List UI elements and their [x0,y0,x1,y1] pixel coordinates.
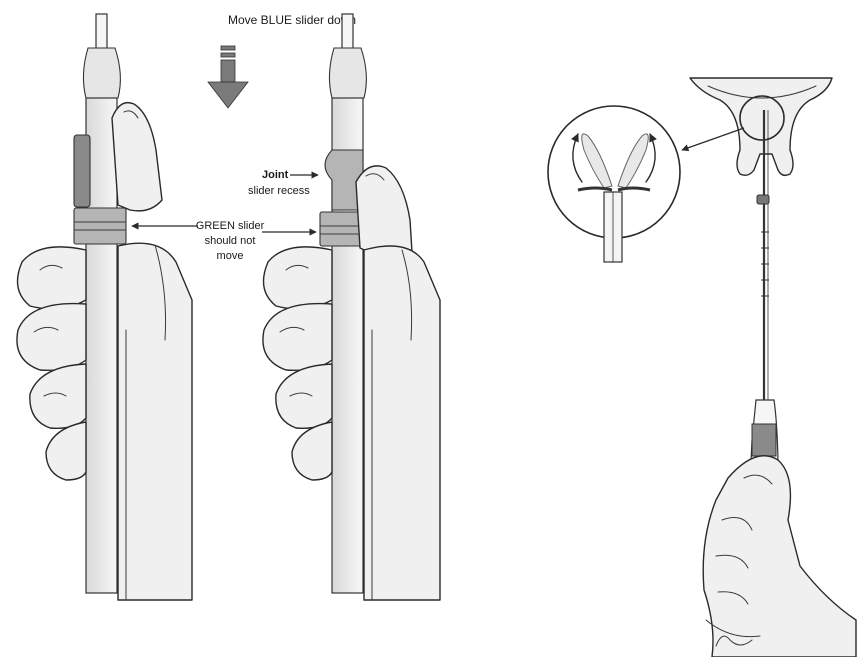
pointer-arrow-icon [682,128,744,150]
right-panel-insertion [690,78,856,657]
green-slider [74,208,126,244]
down-arrow-icon [208,46,248,108]
green-label-line3: move [217,250,244,262]
handle-sliders [752,424,776,456]
left-fingers [17,247,86,480]
magnified-inset [548,106,680,262]
flange [83,48,120,98]
blue-slider [74,135,90,207]
green-label-line1: GREEN slider [196,220,265,232]
left-palm [118,243,192,600]
uterus-outline [690,78,832,175]
gloved-hand [703,456,856,657]
inserter-handle [86,98,117,593]
left-thumb [112,103,162,211]
joint-label-line2: slider recess [248,185,310,197]
left-panel-inserter [17,14,192,600]
middle-panel-inserter [263,14,440,600]
instruction-text: Move BLUE slider down [228,13,356,27]
joint-label-line1: Joint [262,169,289,181]
green-label-line2: should not [205,235,256,247]
flange-marker [757,195,769,204]
middle-fingers [263,247,332,480]
